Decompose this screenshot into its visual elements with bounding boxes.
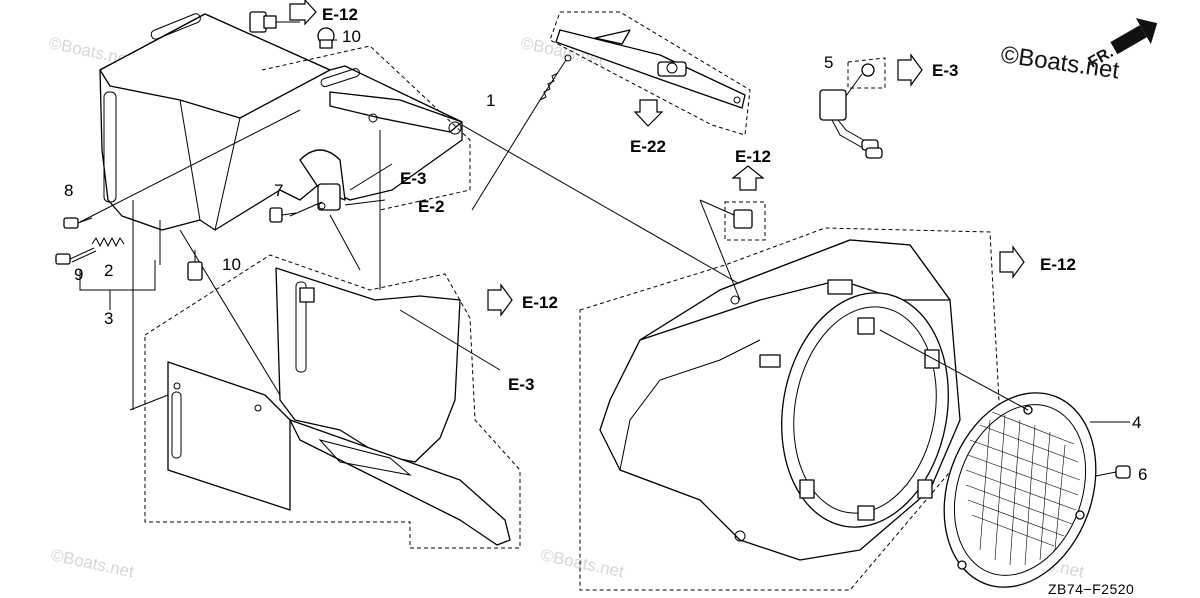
brand-logo: ©Boats.net FR.: [999, 18, 1158, 85]
fan-cover: [599, 239, 961, 561]
reference-arrow: [633, 99, 664, 127]
reference-label: E-12: [1040, 255, 1076, 274]
watermark: ©Boats.net: [49, 545, 136, 581]
part-number: 6: [1138, 465, 1147, 484]
reference-label: E-12: [522, 293, 558, 312]
control-bracket: [555, 29, 746, 109]
part-number: 9: [74, 265, 83, 284]
upper-shroud: [99, 13, 463, 231]
spring-2: [91, 236, 125, 248]
bolt-8: [63, 217, 93, 229]
diagram-code: ZB74−F2520: [1048, 581, 1134, 597]
bolt-part: [249, 11, 300, 33]
bolt-part: [699, 199, 753, 301]
reference-label: E-3: [400, 169, 426, 188]
part-number: 3: [104, 309, 113, 328]
part-number: 4: [1132, 413, 1141, 432]
bolt-7: [269, 207, 297, 223]
assembly-group-outline: [549, 11, 751, 136]
reference-arrow: [289, 0, 317, 26]
reference-label: E-2: [418, 197, 444, 216]
part-number: 5: [824, 53, 833, 72]
bolt-6: [1095, 465, 1131, 479]
flange-nut-10-top: [317, 27, 335, 49]
ignition-cable: [819, 63, 883, 159]
lower-baffle: [167, 267, 511, 546]
part-number: 1: [486, 91, 495, 110]
screw-9: [55, 247, 97, 265]
reference-arrow: [731, 165, 765, 191]
reference-label: E-3: [508, 375, 534, 394]
part-number: 10: [222, 255, 241, 274]
reference-arrow: [487, 283, 513, 317]
reference-arrow: [999, 245, 1025, 279]
reference-label: E-12: [735, 147, 771, 166]
bolt-10-lower: [187, 250, 203, 281]
assembly-group-outline: [724, 201, 766, 241]
reference-label: E-12: [322, 5, 358, 24]
choke-rod: [471, 54, 572, 211]
assembly-group-outline: [847, 57, 886, 89]
watermark: ©Boats.net: [539, 545, 626, 581]
flywheel-screen: [943, 392, 1097, 588]
reference-label: E-22: [630, 137, 666, 156]
part-number: 10: [342, 27, 361, 46]
reference-label: E-3: [932, 61, 958, 80]
part-number: 2: [104, 261, 113, 280]
assembly-group-outline: [261, 45, 471, 211]
reference-arrow: [897, 53, 923, 87]
part-number: 7: [274, 181, 283, 200]
part-number: 8: [64, 181, 73, 200]
